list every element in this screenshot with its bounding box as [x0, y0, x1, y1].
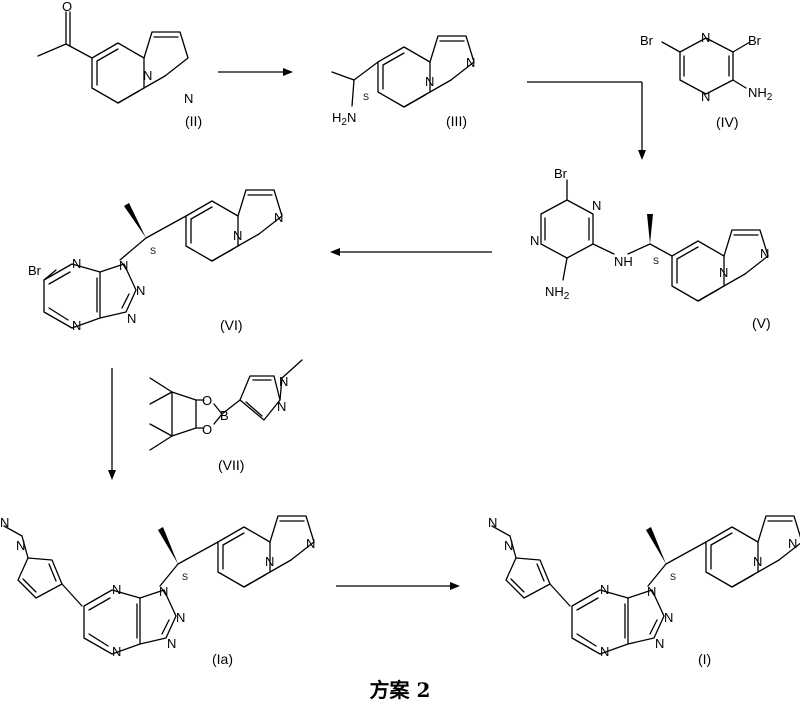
n-label: N	[592, 198, 601, 213]
bromine-label: Br	[28, 263, 42, 278]
stereo-label: S	[182, 572, 188, 582]
bromine-label: Br	[748, 33, 762, 48]
n-label: N	[279, 374, 288, 389]
n-label: N	[16, 538, 25, 553]
compound-label-VI: (VI)	[220, 317, 243, 333]
n-label: N	[425, 74, 434, 89]
n-label: N	[112, 644, 121, 659]
n-label: N	[655, 636, 664, 651]
n-label: N	[701, 30, 710, 45]
nh-label: NH	[614, 254, 633, 269]
reaction-arrow	[330, 248, 492, 256]
compound-label-II: (II)	[185, 113, 202, 129]
n-label: N	[233, 228, 242, 243]
scheme-caption: 方案 2	[370, 678, 431, 702]
n-label: N	[788, 536, 797, 551]
compound-label-VII: (VII)	[218, 457, 244, 473]
reaction-arrow	[336, 582, 460, 590]
compound-I: N N N N N N N S N N (I)	[488, 515, 800, 667]
amine-label: NH2	[545, 284, 570, 302]
compound-IV: N N Br Br NH2 (IV)	[640, 30, 773, 130]
n-label: N	[167, 636, 176, 651]
n-label: N	[600, 582, 609, 597]
n-label: N	[600, 644, 609, 659]
compound-label-Ia: (Ia)	[212, 651, 233, 667]
n-label: N	[159, 584, 168, 599]
amine-label: H2N	[332, 110, 356, 128]
n-label: N	[647, 584, 656, 599]
compound-III: N N S H2N (III)	[331, 35, 475, 129]
compound-II: O N N (II)	[37, 0, 202, 129]
compound-label-IV: (IV)	[716, 114, 739, 130]
bromine-label: Br	[554, 166, 568, 181]
reaction-arrow	[108, 368, 116, 480]
n-label: N	[466, 55, 475, 70]
compound-VI: Br N N N N N S N N (VI)	[28, 189, 283, 333]
n-label: N	[184, 91, 193, 106]
n-label: N	[504, 538, 513, 553]
stereo-label: S	[670, 572, 676, 582]
n-label: N	[719, 265, 728, 280]
compound-Ia: N N N N N N N S N N (Ia)	[0, 515, 315, 667]
n-label: N	[127, 311, 136, 326]
oxygen-label: O	[202, 422, 212, 437]
n-label: N	[664, 610, 673, 625]
n-label: N	[72, 256, 81, 271]
n-label: N	[112, 582, 121, 597]
compound-label-V: (V)	[752, 315, 771, 331]
reaction-arrow	[527, 81, 646, 160]
compound-V: Br N N NH S NH2 N N (V)	[530, 166, 771, 331]
n-label: N	[753, 554, 762, 569]
n-label: N	[265, 554, 274, 569]
boron-label: B	[220, 408, 229, 423]
compound-label-I: (I)	[698, 651, 711, 667]
n-label: N	[274, 210, 283, 225]
n-label: N	[143, 68, 152, 83]
n-label: N	[306, 536, 315, 551]
n-label: N	[701, 89, 710, 104]
stereo-label: S	[363, 92, 369, 102]
bromine-label: Br	[640, 33, 654, 48]
compound-VII: O O B N N (VII)	[149, 359, 303, 473]
n-label: N	[119, 258, 128, 273]
n-label: N	[0, 515, 9, 530]
n-label: N	[760, 246, 769, 261]
compound-label-III: (III)	[446, 113, 467, 129]
oxygen-label: O	[202, 393, 212, 408]
n-label: N	[72, 318, 81, 333]
stereo-label: S	[653, 256, 659, 266]
n-label: N	[136, 283, 145, 298]
n-label: N	[488, 515, 497, 530]
stereo-label: S	[150, 246, 156, 256]
n-label: N	[277, 399, 286, 414]
amine-label: NH2	[748, 85, 773, 103]
reaction-arrow	[218, 68, 293, 76]
n-label: N	[176, 610, 185, 625]
oxygen-label: O	[62, 0, 72, 14]
n-label: N	[530, 233, 539, 248]
